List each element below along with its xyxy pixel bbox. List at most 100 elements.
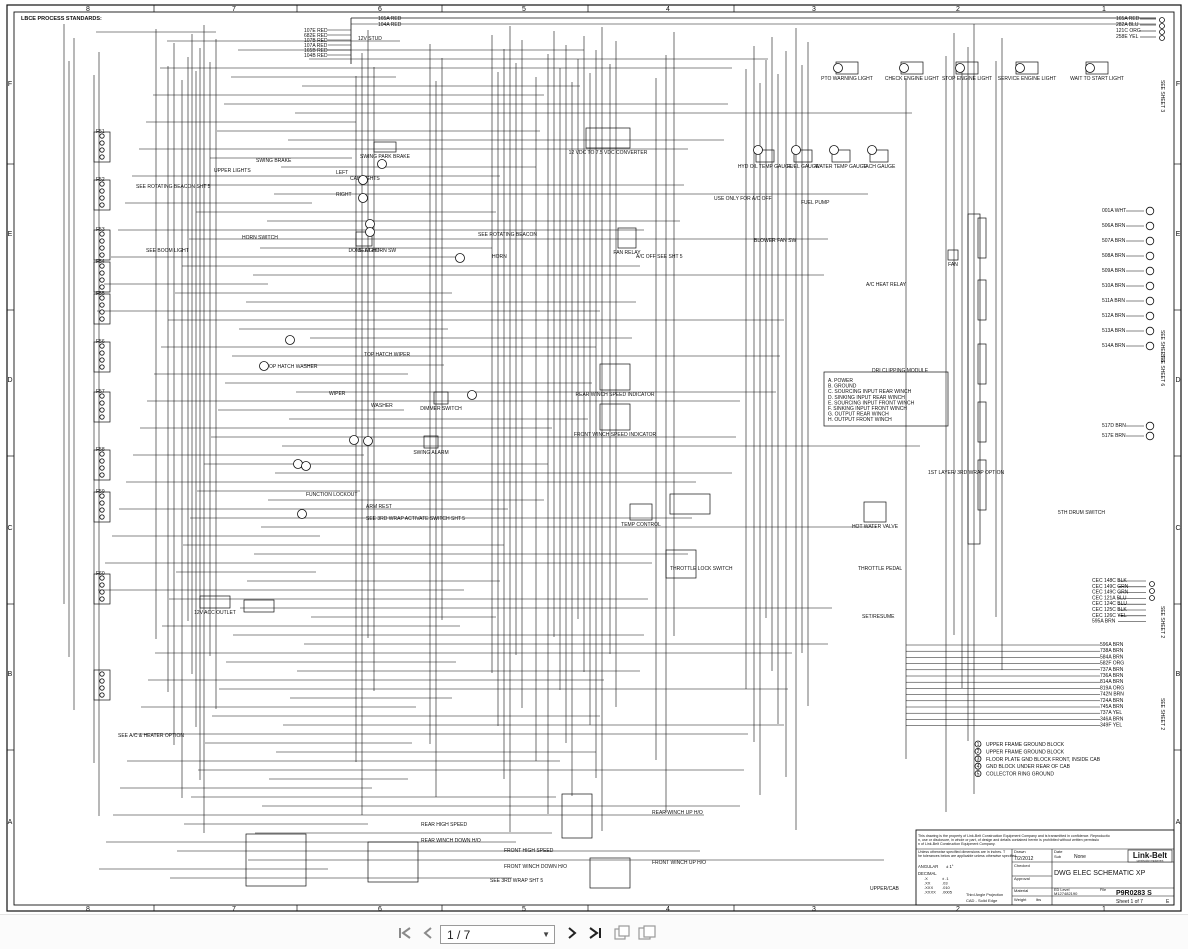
component-label: SEE BOOM LIGHT bbox=[146, 248, 189, 254]
lamp-icon bbox=[833, 63, 843, 73]
component-label: HORN bbox=[492, 254, 507, 260]
link-belt-logo-sub: construction equipment bbox=[1137, 859, 1164, 863]
next-page-icon[interactable] bbox=[562, 923, 582, 943]
cec-wire-label: 595A BRN bbox=[1092, 619, 1116, 625]
connector-wire-label: 513A BRN bbox=[1102, 328, 1126, 334]
relay-box bbox=[669, 493, 711, 515]
cec-wire-label: CEC 121A BLU bbox=[1092, 595, 1127, 601]
sheet-border bbox=[6, 4, 1182, 912]
connector-wire-label: 514A BRN bbox=[1102, 343, 1126, 349]
relay-box bbox=[367, 841, 419, 883]
ground-number: 5 bbox=[977, 771, 980, 777]
component-label: HOT WATER VALVE bbox=[852, 524, 899, 530]
link-belt-logo-text: Link-Belt bbox=[1133, 851, 1168, 860]
component-label: STOP ENGINE LIGHT bbox=[942, 76, 992, 82]
first-page-icon[interactable] bbox=[395, 923, 415, 943]
component-label: FAN bbox=[948, 262, 958, 268]
connector-wire-label: 517E BRN bbox=[1102, 433, 1126, 439]
component-label: REAR HIGH SPEED bbox=[421, 822, 468, 828]
third-angle-note: Third Angle Projection bbox=[966, 893, 1003, 897]
sheet-inner-border bbox=[13, 11, 1175, 906]
bottom-wire-label: 814A BRN bbox=[1100, 679, 1124, 685]
component-label: SEE 3RD WRAP SHT 5 bbox=[490, 878, 543, 884]
drawn-label: Drawn bbox=[1014, 849, 1026, 854]
zone-top-label: 3 bbox=[812, 6, 816, 13]
component-label: SEE 3RD WRAP ACTIVATE SWITCH SHT 5 bbox=[366, 516, 465, 522]
fuse-terminal-icon bbox=[99, 400, 105, 406]
zone-bottom-label: 6 bbox=[378, 906, 382, 912]
weight-value: lbs bbox=[1036, 897, 1041, 902]
single-page-view-icon[interactable] bbox=[612, 923, 632, 943]
component-box bbox=[599, 363, 631, 391]
ground-terminal-icon bbox=[1145, 281, 1155, 291]
dimensions-note: Unless otherwise specified dimensions ar… bbox=[918, 850, 1006, 854]
prev-page-icon[interactable] bbox=[418, 923, 438, 943]
fuse-terminal-icon bbox=[99, 270, 105, 276]
zone-top-label: 7 bbox=[232, 6, 236, 13]
drc-module-line: F. SINKING INPUT FRONT WINCH bbox=[828, 406, 907, 412]
zone-left-label: A bbox=[8, 819, 13, 826]
tolerance-value: .03 bbox=[942, 881, 948, 886]
connector-block bbox=[977, 217, 987, 259]
bottom-wire-label: 737A BRN bbox=[1100, 667, 1124, 673]
ground-terminal-icon bbox=[1145, 311, 1155, 321]
fuse-terminal-icon bbox=[99, 678, 105, 684]
fuse-terminal-icon bbox=[99, 147, 105, 153]
sheet-number: Sheet 1 of 7 bbox=[1116, 899, 1143, 905]
none-value: None bbox=[1074, 854, 1086, 860]
zone-right-label: A bbox=[1176, 819, 1181, 826]
component-box bbox=[423, 435, 439, 449]
lamp-icon bbox=[455, 253, 465, 263]
component-label: FUEL GAUGE bbox=[787, 164, 820, 170]
fuse-terminal-icon bbox=[99, 357, 105, 363]
fuse-terminal-icon bbox=[99, 316, 105, 322]
title-block bbox=[915, 829, 1175, 906]
component-box bbox=[355, 231, 373, 247]
fuse-terminal-icon bbox=[99, 575, 105, 581]
lamp-icon bbox=[301, 461, 311, 471]
ground-number: 4 bbox=[977, 764, 980, 770]
top-wire-label: 682E RED bbox=[304, 33, 328, 39]
page-selector[interactable]: 1 / 7 ▼ bbox=[440, 925, 555, 944]
fuse-block bbox=[93, 261, 111, 293]
component-label: SET/RESUME bbox=[862, 614, 895, 620]
component-label: SERVICE ENGINE LIGHT bbox=[998, 76, 1057, 82]
tolerance-value: .0005 bbox=[942, 890, 953, 895]
two-page-view-icon[interactable] bbox=[637, 923, 657, 943]
angular-label: ANGULAR bbox=[918, 864, 938, 869]
ground-number: 2 bbox=[977, 749, 980, 755]
fuse-terminal-icon bbox=[99, 231, 105, 237]
component-label: REAR WINCH UP H/O bbox=[652, 810, 703, 816]
lamp-icon bbox=[377, 159, 387, 169]
zone-bottom-label: 4 bbox=[666, 906, 670, 912]
side-sheet-label: SEE SHEET 3 bbox=[1159, 80, 1165, 112]
component-label: FUEL PUMP bbox=[801, 200, 830, 206]
component-label: 5TH DRUM SWITCH bbox=[1058, 510, 1105, 516]
component-label: LEFT bbox=[336, 170, 348, 176]
zone-top-label: 6 bbox=[378, 6, 382, 13]
component-label: A/C OFF SEE SHT 5 bbox=[636, 254, 683, 260]
ground-legend-line: UPPER FRAME GROUND BLOCK bbox=[986, 742, 1065, 748]
material-label: Material bbox=[1014, 888, 1028, 893]
fuse-label: F57 bbox=[96, 389, 105, 395]
component-box bbox=[793, 149, 813, 163]
cec-wire-label: CEC 148C BLK bbox=[1092, 578, 1127, 584]
checked-label: Checked bbox=[1014, 863, 1030, 868]
component-label: THROTTLE LOCK SWITCH bbox=[670, 566, 733, 572]
top-wire-label: 121C ORG bbox=[1116, 28, 1141, 34]
zone-left-label: F bbox=[8, 81, 12, 88]
component-label: USE ONLY FOR A/C OFF bbox=[714, 196, 772, 202]
fuse-terminal-icon bbox=[99, 188, 105, 194]
last-page-icon[interactable] bbox=[585, 923, 605, 943]
component-label: WAIT TO START LIGHT bbox=[1070, 76, 1124, 82]
bottom-wire-label: 819A ORG bbox=[1100, 685, 1124, 691]
chevron-down-icon: ▼ bbox=[542, 930, 550, 939]
drc-module-line: C. SOURCING INPUT REAR WINCH bbox=[828, 389, 912, 395]
drawing-title: DWG ELEC SCHEMATIC XP bbox=[1054, 870, 1146, 877]
fuse-block bbox=[93, 293, 111, 325]
component-label: A/C HEAT RELAY bbox=[866, 282, 907, 288]
cec-wire-label: CEC 149C GRN bbox=[1092, 590, 1129, 596]
top-wire-label: 107A RED bbox=[304, 43, 328, 49]
